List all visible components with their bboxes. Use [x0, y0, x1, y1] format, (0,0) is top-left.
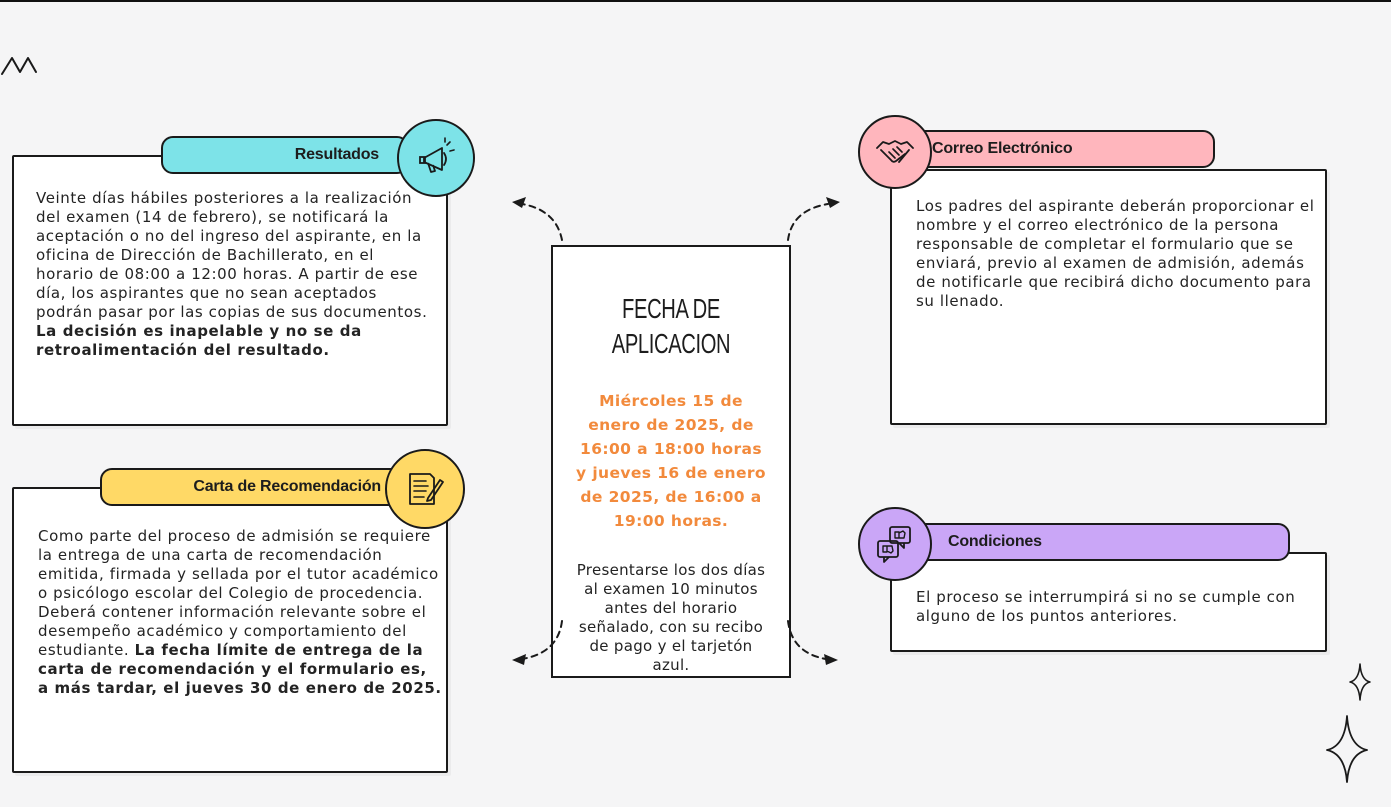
- condiciones-text: El proceso se interrumpirá si no se cump…: [916, 588, 1296, 625]
- arrow-to-condiciones: [787, 620, 838, 665]
- resultados-text: Veinte días hábiles posteriores a la rea…: [36, 189, 428, 359]
- condiciones-card: El proceso se interrumpirá si no se cump…: [890, 552, 1327, 652]
- carta-label: Carta de Recomendación: [193, 478, 381, 495]
- fecha-aplicacion-dates: Miércoles 15 de enero de 2025, de 16:00 …: [576, 392, 766, 530]
- carta-card: Como parte del proceso de admisión se re…: [12, 487, 448, 773]
- resultados-label: Resultados: [294, 146, 379, 163]
- arrow-to-carta: [512, 620, 563, 665]
- sparkle-small-decoration: [1349, 663, 1371, 701]
- resultados-icon-circle: [397, 119, 475, 197]
- resultados-bold-text: La decisión es inapelable y no se da ret…: [36, 322, 362, 359]
- megaphone-icon: [419, 137, 455, 173]
- carta-bold-text: La fecha límite de entrega de la carta d…: [38, 641, 442, 697]
- fecha-aplicacion-card: FECHA DE APLICACION Miércoles 15 de ener…: [551, 245, 791, 678]
- condiciones-label: Condiciones: [948, 533, 1042, 550]
- document-edit-icon: [409, 473, 444, 505]
- carta-label-pill: Carta de Recomendación: [100, 468, 405, 506]
- squiggle-decoration: [1, 57, 37, 75]
- sparkle-large-decoration: [1326, 715, 1368, 783]
- feedback-icon: [877, 526, 911, 563]
- condiciones-label-pill: Condiciones: [900, 523, 1290, 561]
- correo-icon-circle: [858, 115, 932, 189]
- fecha-aplicacion-title: FECHA DE APLICACION: [611, 293, 731, 359]
- arrow-to-resultados: [512, 197, 563, 241]
- correo-text: Los padres del aspirante deberán proporc…: [916, 197, 1315, 310]
- fecha-aplicacion-instructions: Presentarse los dos días al examen 10 mi…: [576, 561, 766, 674]
- condiciones-icon-circle: [858, 507, 932, 581]
- carta-text: Como parte del proceso de admisión se re…: [38, 527, 442, 697]
- carta-icon-circle: [385, 449, 465, 529]
- resultados-label-pill: Resultados: [161, 136, 409, 174]
- correo-label-pill: Correo Electrónico: [900, 130, 1215, 168]
- correo-label: Correo Electrónico: [932, 140, 1073, 157]
- correo-card: Los padres del aspirante deberán proporc…: [890, 169, 1327, 425]
- arrow-to-correo: [787, 197, 840, 241]
- handshake-icon: [876, 140, 914, 163]
- resultados-card: Veinte días hábiles posteriores a la rea…: [12, 155, 448, 426]
